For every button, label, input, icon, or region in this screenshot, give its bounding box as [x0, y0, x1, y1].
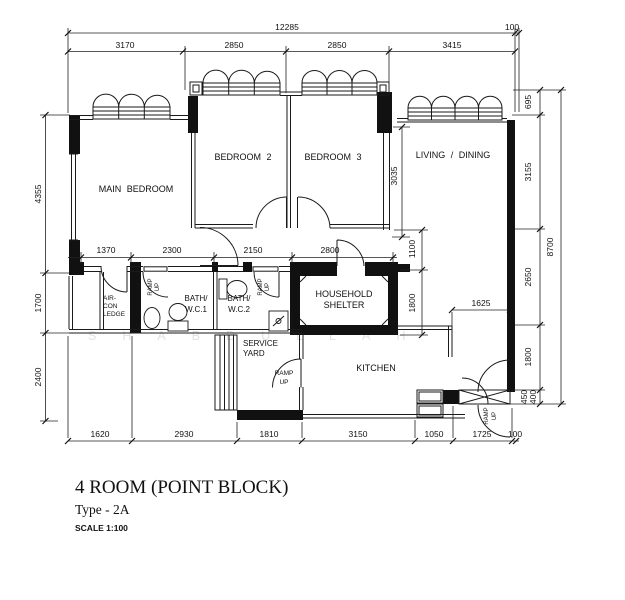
dim-right-2: 2650 — [523, 267, 533, 286]
plan-type: Type - 2A — [75, 502, 130, 517]
label-ramp-sy-2: UP — [279, 379, 288, 386]
dim-top-1: 2850 — [225, 40, 244, 50]
dim-450: 450 — [519, 390, 529, 404]
label-aircon-3: LEDGE — [103, 311, 126, 318]
dim-bottom-2: 1810 — [260, 429, 279, 439]
dim-mid-0: 1370 — [97, 245, 116, 255]
dim-mid-1: 2300 — [163, 245, 182, 255]
label-ramp-bath2-1: RAMP — [258, 278, 264, 295]
dimension-lines — [40, 28, 566, 445]
label-ramp-entry-2: UP — [492, 412, 498, 420]
dim-bottom-1: 2930 — [175, 429, 194, 439]
label-shelter-1: HOUSEHOLD — [315, 289, 373, 299]
plan-title: 4 ROOM (POINT BLOCK) — [75, 477, 288, 498]
dim-overall-width: 12285 — [275, 22, 299, 32]
walls-solid — [69, 92, 515, 420]
windows — [92, 69, 503, 121]
label-living-dining: LIVING / DINING — [416, 150, 491, 160]
dim-bottom-4: 1050 — [425, 429, 444, 439]
door-swings — [100, 196, 511, 438]
toilet-cistern-bath1 — [167, 320, 189, 332]
dim-top-offset: 100 — [505, 22, 519, 32]
label-kitchen: KITCHEN — [356, 363, 396, 373]
label-bath2-2: W.C.2 — [228, 305, 250, 314]
dimension-labels: 12285 100 3170 2850 2850 3415 4355 1700 … — [33, 22, 555, 439]
label-main-bedroom: MAIN BEDROOM — [99, 184, 174, 194]
dim-overall-height: 8700 — [545, 237, 555, 256]
label-bath2-1: BATH/ — [228, 294, 252, 303]
basin-bath1 — [143, 307, 161, 329]
label-bath1-2: W.C.1 — [185, 305, 207, 314]
toilet-bowl-bath1 — [168, 303, 188, 321]
dim-3035: 3035 — [389, 166, 399, 185]
dim-1100: 1100 — [407, 240, 417, 259]
dim-bottom-3: 3150 — [349, 429, 368, 439]
dim-top-2: 2850 — [328, 40, 347, 50]
dim-right-1: 3155 — [523, 162, 533, 181]
dim-mid-2: 2150 — [244, 245, 263, 255]
dim-mid-3: 2800 — [321, 245, 340, 255]
label-bath1-1: BATH/ — [185, 294, 209, 303]
label-ramp-bath1-1: RAMP — [148, 278, 154, 295]
label-shelter-2: SHELTER — [324, 300, 365, 310]
shelter-chamfers — [299, 275, 389, 326]
dim-left-2: 2400 — [33, 367, 43, 386]
kitchen-counter — [416, 389, 444, 418]
dim-400: 400 — [528, 390, 538, 404]
toilet-bowl-bath2 — [226, 280, 248, 298]
dim-bottom-0: 1620 — [91, 429, 110, 439]
label-aircon-2: CON — [103, 303, 118, 310]
label-ramp-entry-1: RAMP — [484, 407, 490, 424]
dim-bottom-5: 1725 — [473, 429, 492, 439]
dim-left-0: 4355 — [33, 184, 43, 203]
label-aircon-1: AIR- — [103, 295, 116, 302]
dim-left-1: 1700 — [33, 293, 43, 312]
bathroom-fixtures — [143, 278, 289, 332]
label-ramp-bath1-2: UP — [155, 283, 161, 291]
service-yard-louvres — [214, 334, 238, 411]
label-service-yard-2: YARD — [243, 349, 265, 358]
label-service-yard-1: SERVICE — [243, 339, 278, 348]
dim-1800-inner: 1800 — [407, 293, 417, 312]
dim-top-0: 3170 — [116, 40, 135, 50]
dim-right-0: 695 — [523, 95, 533, 109]
room-labels: MAIN BEDROOM BEDROOM 2 BEDROOM 3 LIVING … — [99, 150, 498, 425]
plan-scale: SCALE 1:100 — [75, 523, 128, 533]
dim-top-3: 3415 — [443, 40, 462, 50]
entrance-ramp — [458, 389, 511, 405]
label-bedroom2: BEDROOM 2 — [214, 152, 271, 162]
label-bedroom3: BEDROOM 3 — [304, 152, 361, 162]
dim-right-3: 1800 — [523, 347, 533, 366]
dim-bottom-offset: 100 — [508, 429, 522, 439]
label-ramp-sy-1: RAMP — [275, 370, 294, 377]
label-ramp-bath2-2: UP — [265, 283, 271, 291]
dim-1625: 1625 — [472, 298, 491, 308]
toilet-cistern-bath2 — [218, 278, 228, 300]
title-block: 4 ROOM (POINT BLOCK) Type - 2A SCALE 1:1… — [75, 477, 288, 533]
